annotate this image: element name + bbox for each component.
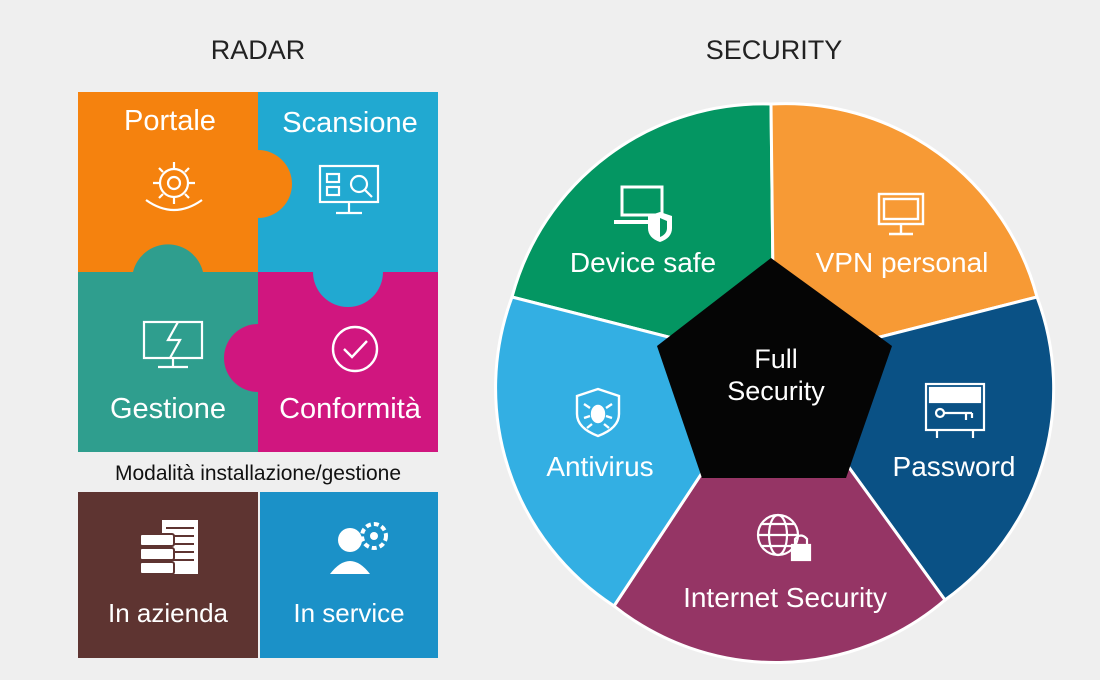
laptop-shield-icon	[614, 185, 672, 242]
tile-label-in-service: In service	[293, 598, 405, 628]
install-caption: Modalità installazione/gestione	[114, 462, 401, 485]
wedge-label-device-safe: Device safe	[570, 247, 716, 278]
center-pentagon	[657, 258, 892, 478]
center-label-line-2: Security	[727, 376, 825, 406]
security-title: SECURITY	[705, 35, 843, 65]
tile-in-azienda[interactable]: In azienda	[78, 492, 258, 658]
server-building-icon	[139, 520, 198, 575]
wedge-label-antivirus: Antivirus	[546, 451, 653, 482]
wedge-device-safe[interactable]	[510, 102, 776, 366]
wedge-internet-security[interactable]	[611, 361, 948, 665]
tile-label-in-azienda: In azienda	[108, 598, 228, 628]
wedge-label-vpn-personal: VPN personal	[816, 247, 989, 278]
radar-title: RADAR	[210, 35, 306, 65]
wedge-label-internet-security: Internet Security	[683, 582, 887, 613]
tile-in-service[interactable]: In service	[260, 492, 438, 658]
wedge-label-password: Password	[893, 451, 1016, 482]
center-label-line-1: Full	[754, 344, 798, 374]
bug-shield-icon	[575, 387, 621, 438]
monitor-icon	[877, 192, 925, 236]
globe-lock-icon	[756, 513, 812, 562]
support-agent-icon	[330, 522, 388, 574]
password-key-icon	[924, 382, 986, 438]
